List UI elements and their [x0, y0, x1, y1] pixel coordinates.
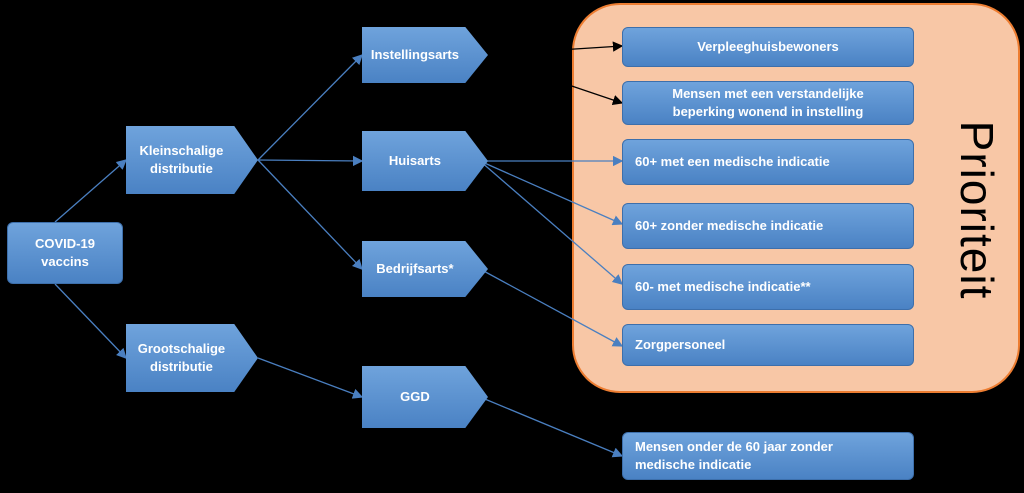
node-covid-vaccins: COVID-19 vaccins	[7, 222, 123, 284]
edge-instellingsarts-verstandelijk	[479, 54, 624, 106]
edge-huisarts-60minmet	[479, 160, 623, 285]
target-verpleeghuisbewoners: Verpleeghuisbewoners	[622, 27, 914, 67]
edge-covid-groot	[54, 283, 127, 359]
target-onder-60-zonder-indicatie: Mensen onder de 60 jaar zonder medische …	[622, 432, 914, 480]
edge-bedrijfsarts-zorg	[479, 268, 624, 347]
edge-klein-bedrijfsarts	[257, 159, 363, 270]
node-kleinschalige-distributie: Kleinschalige distributie	[126, 126, 258, 194]
target-zorgpersoneel: Zorgpersoneel	[622, 324, 914, 366]
edge-ggd-onder60	[479, 396, 624, 458]
edge-instellingsarts-verpleeg	[479, 41, 624, 56]
edge-klein-instellingsarts	[257, 54, 363, 161]
node-ggd: GGD	[362, 366, 488, 428]
target-60min-met-indicatie: 60- met medische indicatie**	[622, 264, 914, 310]
node-bedrijfsarts: Bedrijfsarts*	[362, 241, 488, 297]
node-huisarts: Huisarts	[362, 131, 488, 191]
target-60plus-zonder-indicatie: 60+ zonder medische indicatie	[622, 203, 914, 249]
edge-groot-ggd	[257, 357, 364, 399]
edge-klein-huisarts	[257, 155, 364, 167]
target-verstandelijke-beperking: Mensen met een verstandelijke beperking …	[622, 81, 914, 125]
node-instellingsarts: Instellingsarts	[362, 27, 488, 83]
target-60plus-met-indicatie: 60+ met een medische indicatie	[622, 139, 914, 185]
node-grootschalige-distributie: Grootschalige distributie	[126, 324, 258, 392]
edge-huisarts-60zonder	[479, 160, 624, 226]
edge-covid-klein	[54, 159, 127, 223]
